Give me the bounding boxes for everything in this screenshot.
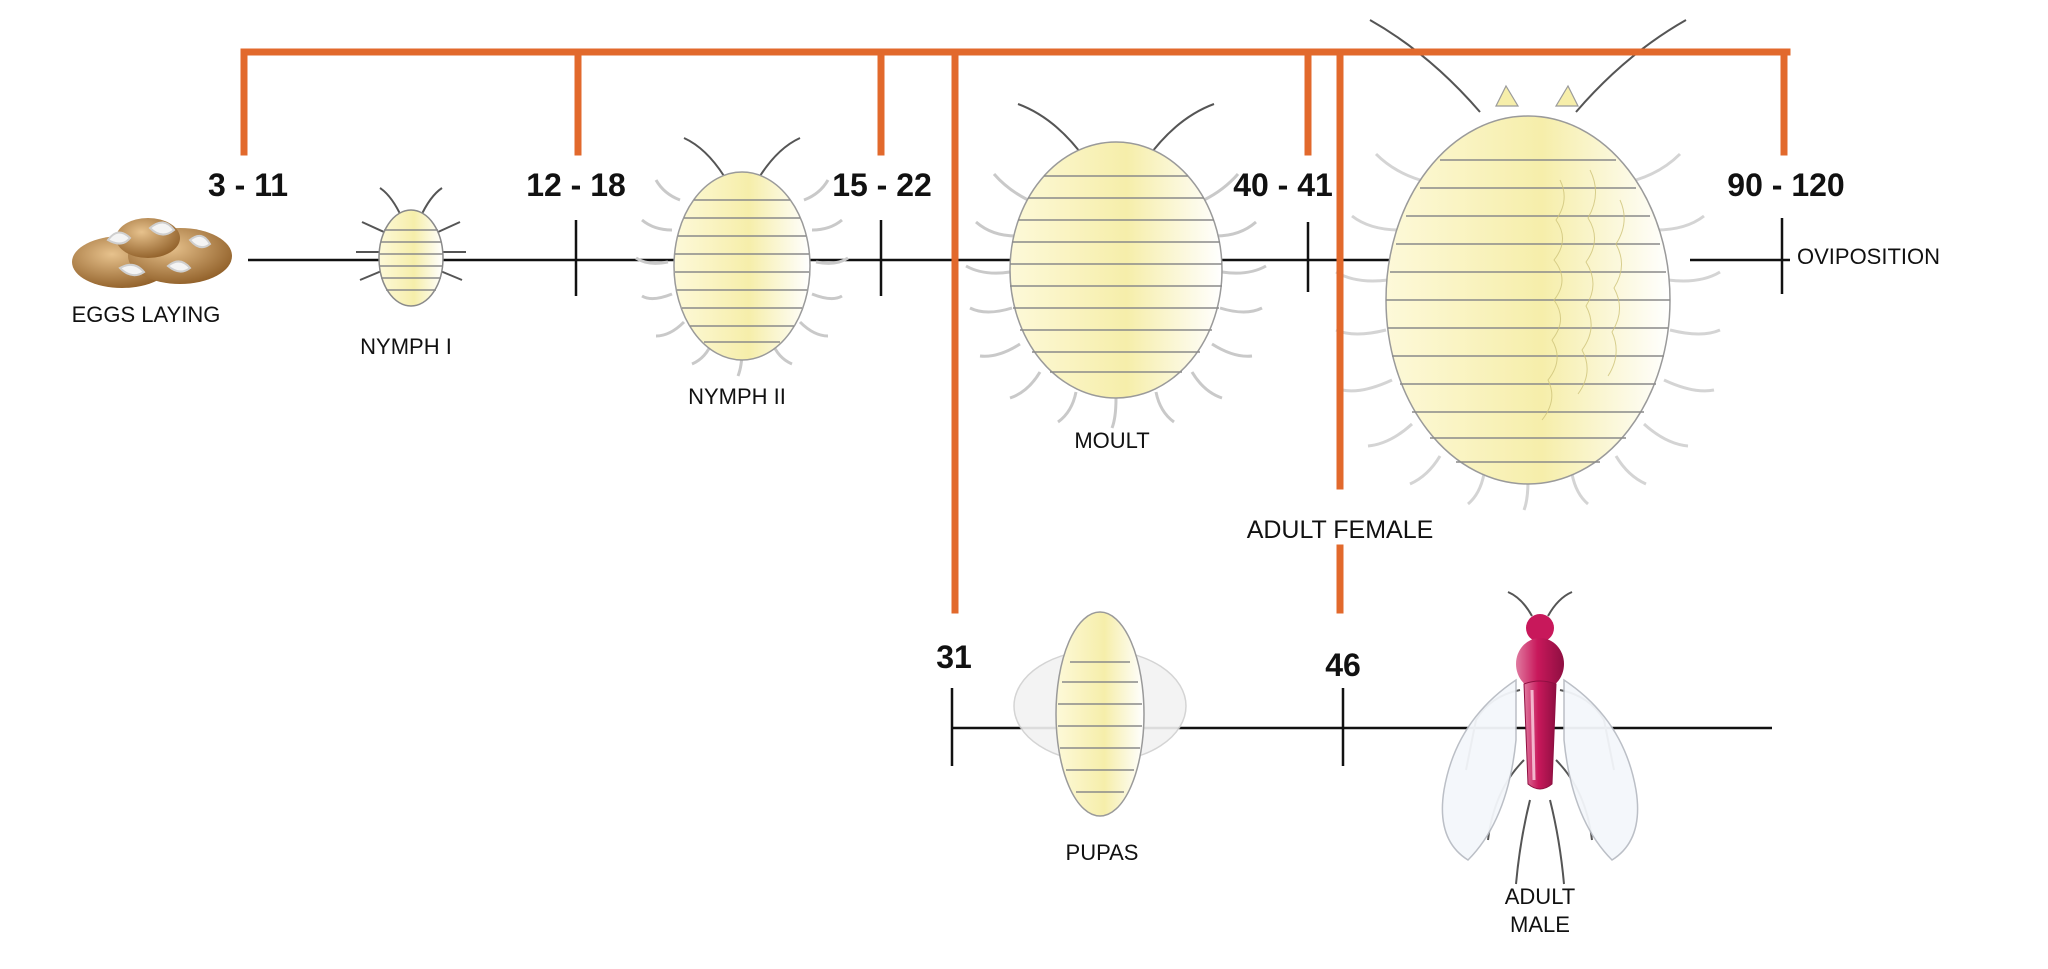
day-label-90-120: 90 - 120 [1727,167,1844,203]
stage-brackets [240,48,1791,614]
day-label-31: 31 [936,639,972,675]
stage-label-adult-female: ADULT FEMALE [1247,516,1434,544]
stage-label-nymph-i: NYMPH I [360,334,452,359]
stage-label-adult-male-line1: ADULT [1505,884,1576,909]
day-label-3-11: 3 - 11 [208,167,288,203]
day-label-40-41: 40 - 41 [1233,167,1333,203]
stage-label-nymph-ii: NYMPH II [688,384,786,409]
day-label-15-22: 15 - 22 [832,167,932,203]
mealybug-adult-male-icon [1441,591,1639,885]
stage-label-oviposition: OVIPOSITION [1797,244,1940,269]
day-label-46: 46 [1325,647,1361,683]
mealybug-nymph-ii-icon [635,137,849,377]
mealybug-pupa-icon [1013,611,1187,817]
mealybug-moult-icon [965,103,1267,429]
mealybug-nymph-i-icon [356,187,466,307]
mealybug-adult-female-icon [1335,19,1721,511]
stage-label-moult: MOULT [1074,428,1149,453]
day-label-12-18: 12 - 18 [526,167,626,203]
stage-label-eggs-laying: EGGS LAYING [72,302,221,327]
egg-cluster-icon [72,218,232,288]
stage-label-adult-male-line2: MALE [1510,912,1570,937]
day-labels: 3 - 11 12 - 18 15 - 22 40 - 41 90 - 120 … [208,167,1845,683]
stage-label-pupas: PUPAS [1066,840,1139,865]
stage-labels: EGGS LAYING NYMPH I NYMPH II MOULT ADULT… [72,244,1940,937]
